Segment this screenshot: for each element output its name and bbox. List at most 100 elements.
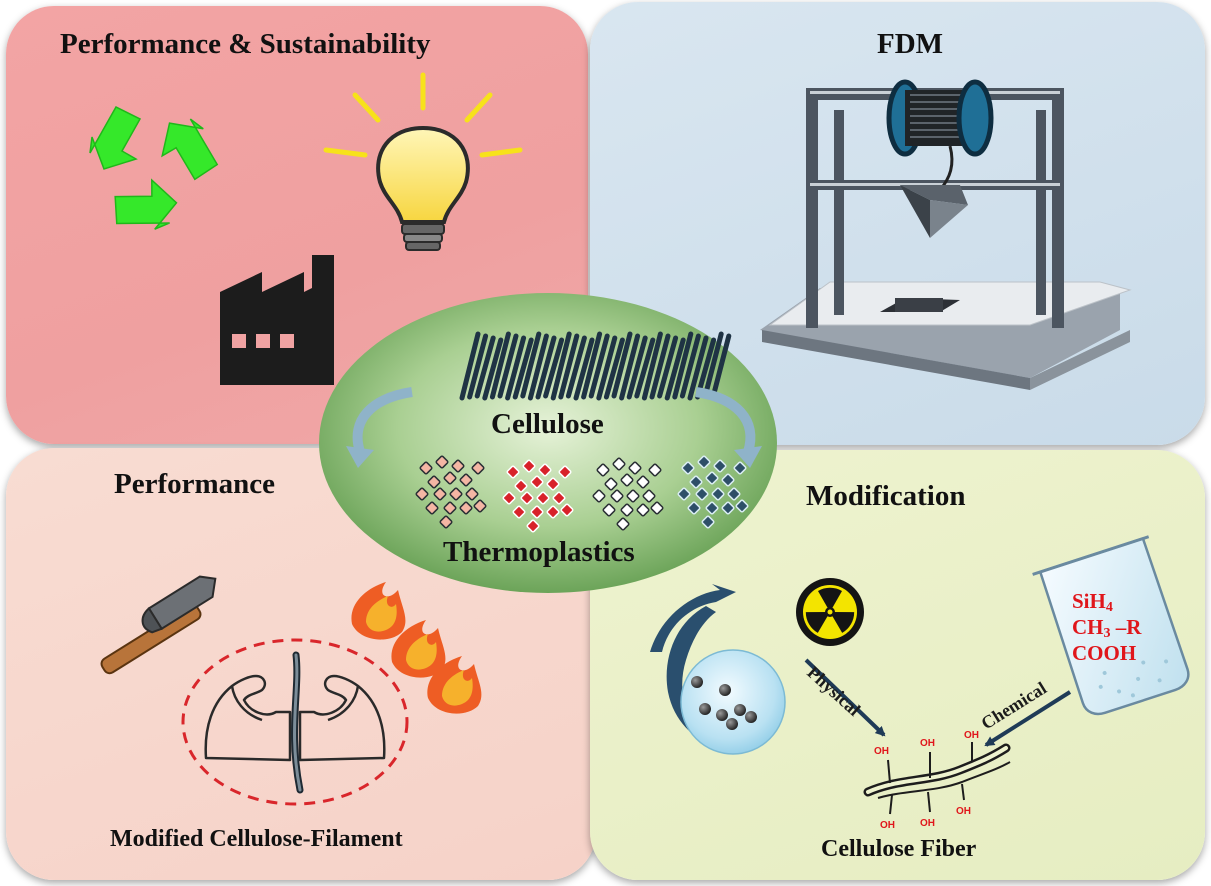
thermoplastic-particle: [697, 455, 711, 469]
thermoplastic-particle: [443, 501, 457, 515]
cellulose-strand: [710, 333, 732, 401]
hydroxyl-label: OH: [920, 818, 935, 829]
cellulose-strand: [679, 333, 701, 399]
thermoplastic-particle: [530, 505, 544, 519]
thermoplastic-particle: [713, 459, 727, 473]
cellulose-strand: [482, 337, 504, 401]
cellulose-strand: [657, 335, 679, 399]
caption-cellulose-fiber: Cellulose Fiber: [821, 836, 977, 862]
center-label-thermoplastics: Thermoplastics: [443, 536, 635, 568]
thermoplastic-particles: [415, 455, 749, 533]
thermoplastic-particle: [443, 471, 457, 485]
cellulose-strand: [520, 331, 542, 399]
thermoplastic-particle: [502, 491, 516, 505]
reagent-silane: SiH4: [1072, 589, 1113, 615]
hydroxyl-label: OH: [874, 746, 889, 757]
thermoplastic-particle: [435, 455, 449, 469]
thermoplastic-particle: [538, 463, 552, 477]
thermoplastic-particle: [506, 465, 520, 479]
flexed-arms-icon: [181, 638, 409, 806]
thermoplastic-particle: [471, 461, 485, 475]
thermoplastic-particle: [616, 517, 630, 531]
hydroxyl-label: OH: [964, 730, 979, 741]
thermoplastic-particle: [560, 503, 574, 517]
radiation-icon: [796, 578, 864, 646]
cellulose-strand: [603, 337, 625, 400]
center-ellipse: [319, 293, 777, 593]
cellulose-strand: [641, 331, 663, 401]
cellulose-strand: [634, 337, 656, 399]
reagent-carboxyl: COOH: [1072, 641, 1137, 665]
hydroxyl-label: OH: [920, 738, 935, 749]
thermoplastic-particle: [695, 487, 709, 501]
sphere-icon: [650, 584, 786, 755]
recycle-icon: [89, 106, 219, 230]
thermoplastic-particle: [530, 475, 544, 489]
thermoplastic-particle: [522, 459, 536, 473]
thermoplastic-particle: [459, 501, 473, 515]
panel-title-performance-sustainability: Performance & Sustainability: [60, 28, 431, 60]
thermoplastic-particle: [628, 461, 642, 475]
thermoplastic-particle: [415, 487, 429, 501]
cellulose-strand: [664, 337, 686, 401]
thermoplastic-particle: [620, 473, 634, 487]
cellulose-strands: [459, 331, 732, 401]
thermoplastic-particle: [727, 487, 741, 501]
thermoplastic-particle: [689, 475, 703, 489]
thermoplastic-particle: [552, 491, 566, 505]
thermoplastic-particle: [701, 515, 715, 529]
cellulose-strand: [550, 331, 572, 401]
flame-icon: [351, 582, 482, 714]
reagent-list: SiH4 CH3 –R COOH: [1072, 590, 1141, 664]
fdm-printer-icon: [760, 79, 1132, 390]
cellulose-strand: [505, 335, 527, 401]
thermoplastic-particle: [592, 489, 606, 503]
thermoplastic-particle: [648, 463, 662, 477]
thermoplastic-particle: [439, 515, 453, 529]
thermoplastic-particle: [733, 461, 747, 475]
thermoplastic-particle: [427, 475, 441, 489]
hydroxyl-label: OH: [880, 820, 895, 831]
thermoplastic-particle: [687, 501, 701, 515]
factory-icon: [220, 255, 334, 385]
cellulose-strand: [588, 333, 610, 399]
reagent-alkyl: CH3 –R: [1072, 615, 1142, 641]
cellulose-strand: [619, 333, 641, 401]
thermoplastic-particle: [419, 461, 433, 475]
thermoplastic-particle: [473, 499, 487, 513]
cellulose-strand: [596, 335, 618, 401]
thermoplastic-particle: [650, 501, 664, 515]
cellulose-strand: [687, 335, 709, 401]
thermoplastic-particle: [451, 459, 465, 473]
center-label-cellulose: Cellulose: [491, 408, 604, 440]
cellulose-strand: [626, 335, 648, 400]
thermoplastic-particle: [536, 491, 550, 505]
thermoplastic-particle: [602, 503, 616, 517]
cellulose-strand: [497, 333, 519, 399]
cellulose-strand: [459, 331, 481, 401]
thermoplastic-particle: [681, 461, 695, 475]
cellulose-strand: [573, 337, 595, 401]
cellulose-strand: [527, 333, 549, 401]
cellulose-strand: [489, 331, 511, 400]
cellulose-strand: [649, 333, 671, 400]
chemical-arrow: [984, 690, 1072, 747]
cellulose-strand: [535, 335, 557, 400]
thermoplastic-particle: [612, 457, 626, 471]
cellulose-strand: [543, 337, 565, 399]
thermoplastic-particle: [636, 475, 650, 489]
thermoplastic-particle: [546, 505, 560, 519]
cellulose-strand: [695, 337, 717, 400]
panel-title-performance: Performance: [114, 468, 276, 500]
cellulose-fiber-icon: OH OH OH OH OH OH: [863, 730, 1011, 831]
panel-title-fdm: FDM: [877, 28, 944, 60]
hydroxyl-label: OH: [956, 806, 971, 817]
thermoplastic-particle: [711, 487, 725, 501]
thermoplastic-particle: [626, 489, 640, 503]
thermoplastic-particle: [512, 505, 526, 519]
thermoplastic-particle: [546, 477, 560, 491]
thermoplastic-particle: [558, 465, 572, 479]
light-bulb-icon: [323, 72, 523, 251]
thermoplastic-particle: [735, 499, 749, 513]
hammer-icon: [100, 575, 217, 675]
